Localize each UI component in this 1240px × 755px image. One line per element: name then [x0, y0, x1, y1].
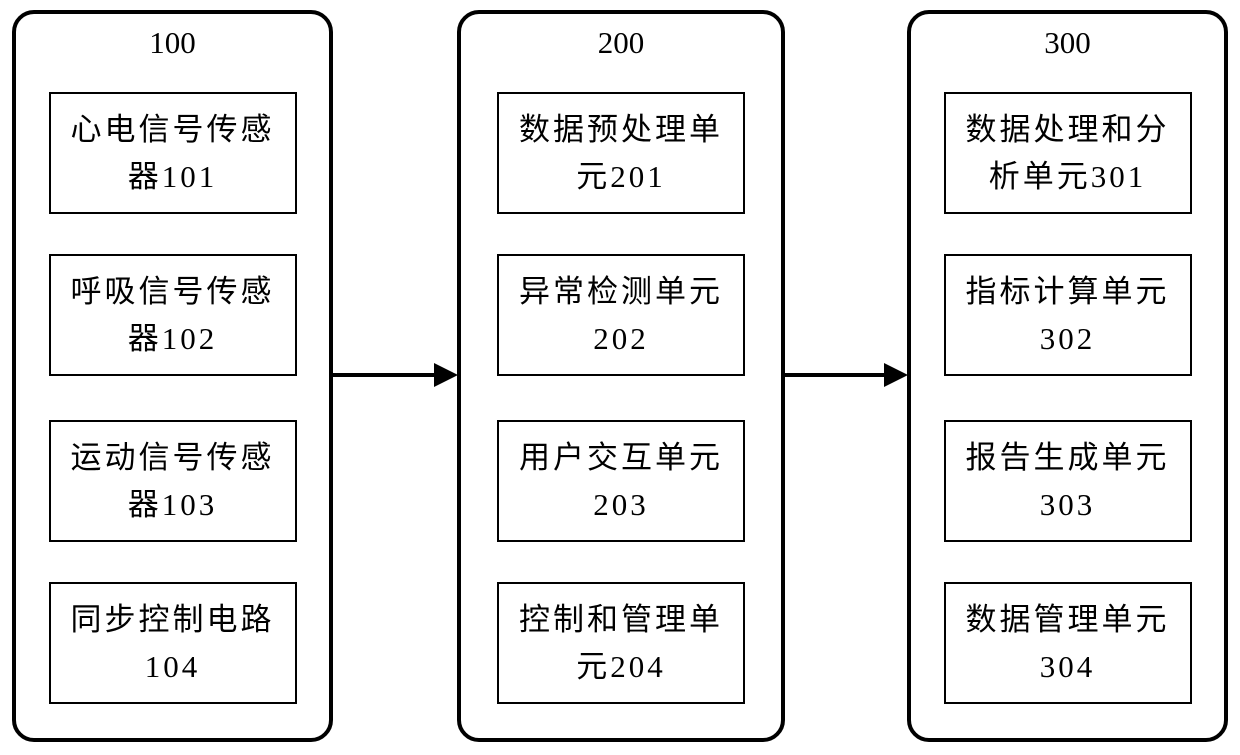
unit-box-103: 运动信号传感器103 [48, 420, 297, 542]
unit-label-201: 数据预处理单元201 [519, 112, 723, 194]
unit-label-302: 指标计算单元302 [965, 274, 1170, 356]
unit-box-302: 指标计算单元302 [943, 254, 1192, 376]
group-container-100: 100 心电信号传感器101 呼吸信号传感器102 运动信号传感器103 同步控… [12, 10, 333, 742]
arrow-200-to-300-head-icon [884, 363, 908, 387]
unit-box-301: 数据处理和分析单元301 [943, 92, 1192, 214]
group-label-100: 100 [149, 25, 196, 60]
unit-label-301: 数据处理和分析单元301 [965, 112, 1170, 194]
unit-label-304: 数据管理单元304 [965, 602, 1170, 684]
group-label-300: 300 [1044, 25, 1091, 60]
unit-label-202: 异常检测单元202 [519, 274, 723, 356]
unit-box-304: 数据管理单元304 [943, 582, 1192, 704]
unit-box-204: 控制和管理单元204 [497, 582, 745, 704]
unit-box-201: 数据预处理单元201 [497, 92, 745, 214]
unit-box-104: 同步控制电路104 [48, 582, 297, 704]
unit-label-204: 控制和管理单元204 [519, 602, 723, 684]
group-container-300: 300 数据处理和分析单元301 指标计算单元302 报告生成单元303 数据管… [907, 10, 1228, 742]
group-container-200: 200 数据预处理单元201 异常检测单元202 用户交互单元203 控制和管理… [457, 10, 785, 742]
unit-label-102: 呼吸信号传感器102 [70, 274, 275, 356]
unit-box-202: 异常检测单元202 [497, 254, 745, 376]
unit-label-104: 同步控制电路104 [70, 602, 275, 684]
unit-label-103: 运动信号传感器103 [70, 440, 275, 522]
unit-box-303: 报告生成单元303 [943, 420, 1192, 542]
arrow-100-to-200-line [333, 373, 437, 377]
group-label-200: 200 [597, 25, 645, 60]
unit-label-203: 用户交互单元203 [519, 440, 723, 522]
unit-label-101: 心电信号传感器101 [70, 112, 275, 194]
unit-box-101: 心电信号传感器101 [48, 92, 297, 214]
arrow-200-to-300-line [785, 373, 887, 377]
unit-box-102: 呼吸信号传感器102 [48, 254, 297, 376]
unit-label-303: 报告生成单元303 [965, 440, 1170, 522]
unit-box-203: 用户交互单元203 [497, 420, 745, 542]
arrow-100-to-200-head-icon [434, 363, 458, 387]
